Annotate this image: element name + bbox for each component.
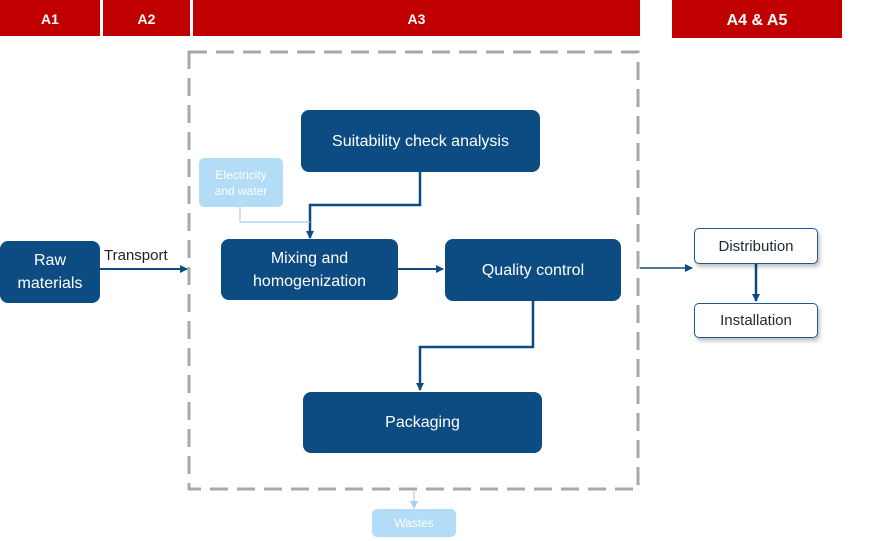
quality-to-packaging-arrow [416,301,535,391]
mixing-homogenization-node: Mixing and homogenization [221,239,398,300]
suitability-to-mixing-arrow [306,172,422,239]
raw-materials-node: Raw materials [0,241,100,303]
stage-a3: A3 [193,0,640,36]
transport-label: Transport [104,247,168,264]
wastes-node: Wastes [372,509,456,537]
installation-node: Installation [694,303,818,338]
packaging-node: Packaging [303,392,542,453]
electricity-water-node: Electricity and water [199,158,283,207]
distribution-node: Distribution [694,228,818,264]
electricity-to-mixing-line [239,207,310,223]
suitability-check-node: Suitability check analysis [301,110,540,172]
stage-a2: A2 [103,0,190,36]
stage-a4-a5: A4 & A5 [672,0,842,38]
a3-system-boundary [187,50,640,491]
quality-control-node: Quality control [445,239,621,301]
stage-a1: A1 [0,0,100,36]
